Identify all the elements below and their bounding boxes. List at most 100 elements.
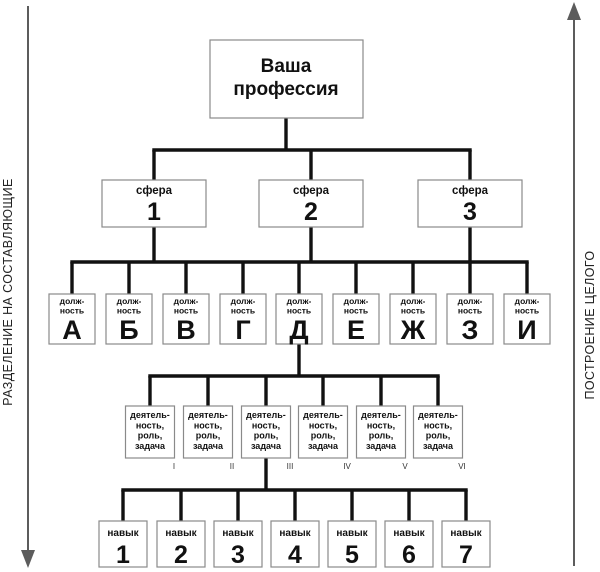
- position-letter: Е: [347, 315, 365, 345]
- activity-label: деятель-ность,роль,задача: [418, 410, 458, 451]
- position-label: долж-ность: [60, 296, 85, 316]
- skill-number: 6: [402, 541, 416, 569]
- sphere-label: сфера: [452, 185, 489, 197]
- skill-box: [384, 520, 434, 568]
- position-box: [275, 293, 323, 345]
- position-letter: Б: [119, 315, 138, 345]
- skill-box: [270, 520, 320, 568]
- skills-row: навык1навык2навык3навык4навык5навык6навы…: [98, 520, 491, 569]
- decomposition-arrow: [21, 6, 35, 568]
- position-box: [332, 293, 380, 345]
- position-box: [503, 293, 551, 345]
- skill-box: [98, 520, 148, 568]
- activity-label: деятель-ность,роль,задача: [188, 410, 228, 451]
- skill-label: навык: [393, 528, 425, 539]
- skill-label: навык: [450, 528, 482, 539]
- skill-box: [213, 520, 263, 568]
- root-title-line1: Ваша: [261, 56, 312, 77]
- position-label: долж-ность: [344, 296, 369, 316]
- position-box: [389, 293, 437, 345]
- position-letter: А: [62, 315, 82, 345]
- sphere-label: сфера: [293, 185, 330, 197]
- arrow-down-icon: [21, 550, 35, 568]
- activity-box: [240, 405, 292, 459]
- activity-numeral: III: [287, 462, 294, 471]
- skill-box: [156, 520, 206, 568]
- skill-node: навык 5: [327, 520, 377, 569]
- position-box: [105, 293, 153, 345]
- position-letter: В: [176, 315, 196, 345]
- activity-numeral: II: [230, 462, 234, 471]
- position-letter: И: [517, 315, 536, 345]
- sphere-box: [258, 179, 364, 228]
- sphere-box: [101, 179, 207, 228]
- activity-numeral: V: [402, 462, 408, 471]
- skill-number: 1: [116, 541, 130, 569]
- position-label: долж-ность: [458, 296, 483, 316]
- activity-label: деятель-ность,роль,задача: [246, 410, 286, 451]
- position-label: долж-ность: [287, 296, 312, 316]
- arrow-up-icon: [567, 2, 581, 20]
- skill-label: навык: [165, 528, 197, 539]
- sphere-box: [417, 179, 523, 228]
- skill-box: [441, 520, 491, 568]
- skill-number: 7: [459, 541, 473, 569]
- skill-number: 4: [288, 541, 302, 569]
- skill-number: 5: [345, 541, 359, 569]
- skill-node: навык 3: [213, 520, 263, 569]
- skill-box: [327, 520, 377, 568]
- skill-label: навык: [336, 528, 368, 539]
- activity-numeral: I: [173, 462, 175, 471]
- root-title-line2: профессия: [233, 79, 338, 100]
- synthesis-arrow: [567, 2, 581, 566]
- activity-label: деятель-ность,роль,задача: [361, 410, 401, 451]
- position-label: долж-ность: [174, 296, 199, 316]
- activity-box: [412, 405, 464, 459]
- position-letter: Д: [289, 315, 308, 345]
- skill-label: навык: [222, 528, 254, 539]
- root-box: [209, 39, 364, 119]
- activity-numeral: VI: [458, 462, 466, 471]
- position-letter: Г: [235, 315, 250, 345]
- position-box: [219, 293, 267, 345]
- skill-number: 3: [231, 541, 245, 569]
- position-label: долж-ность: [117, 296, 142, 316]
- sphere-label: сфера: [136, 185, 173, 197]
- decomposition-label: РАЗДЕЛЕНИЕ НА СОСТАВЛЯЮЩИЕ: [1, 178, 15, 405]
- root-node: Ваша профессия: [209, 39, 364, 119]
- activity-box: [124, 405, 176, 459]
- skill-node: навык 4: [270, 520, 320, 569]
- skill-label: навык: [279, 528, 311, 539]
- activity-box: [355, 405, 407, 459]
- sphere-number: 3: [463, 198, 477, 226]
- skill-label: навык: [107, 528, 139, 539]
- positions-row: долж-ностьАдолж-ностьБдолж-ностьВдолж-но…: [48, 293, 551, 345]
- sphere-number: 1: [147, 198, 161, 226]
- sphere-number: 2: [304, 198, 318, 226]
- activity-numeral: IV: [343, 462, 351, 471]
- position-label: долж-ность: [401, 296, 426, 316]
- skill-node: навык 6: [384, 520, 434, 569]
- skill-node: навык 7: [441, 520, 491, 569]
- activities-row: деятель-ность,роль,задачаIдеятель-ность,…: [124, 405, 466, 471]
- position-letter: Ж: [400, 315, 426, 345]
